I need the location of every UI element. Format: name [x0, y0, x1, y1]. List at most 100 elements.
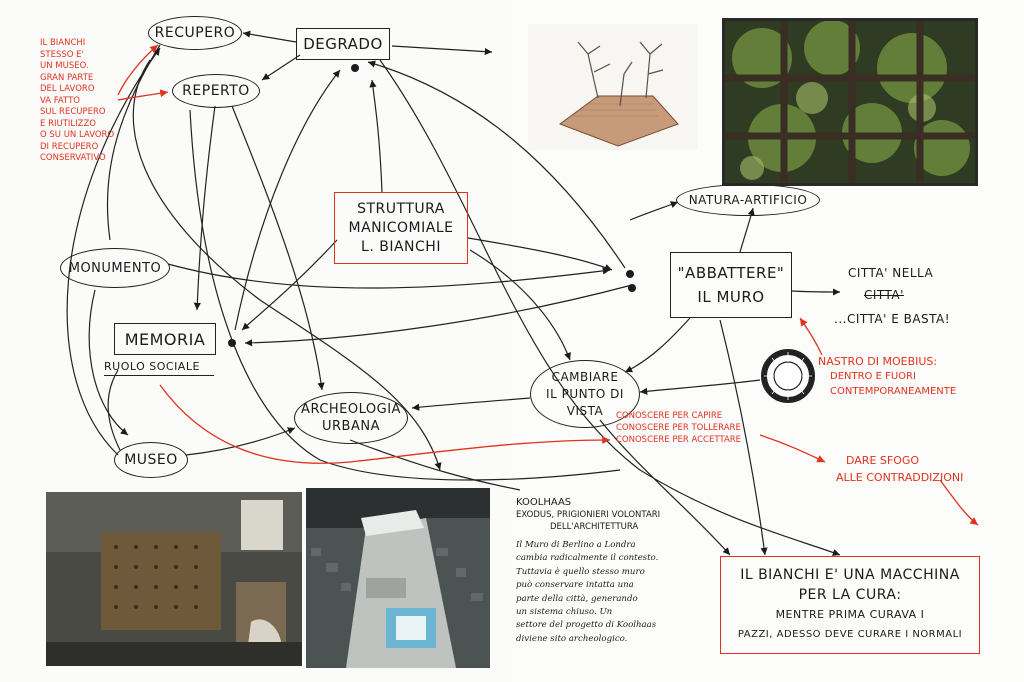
node-citta-nella: CITTA' NELLA: [848, 266, 933, 280]
edge-left-arc: [132, 59, 442, 471]
node-reperto[interactable]: REPERTO: [172, 74, 260, 108]
node-bianchi-line2: PER LA CURA:: [798, 587, 902, 603]
note-bianchi-museo: IL BIANCHI STESSO E' UN MUSEO. GRAN PART…: [40, 38, 130, 165]
node-monumento[interactable]: MONUMENTO: [60, 248, 170, 288]
note-nastro-moebius: NASTRO DI MOEBIUS: DENTRO E FUORI CONTEM…: [818, 354, 968, 399]
aerial-collage-photo: [306, 488, 490, 668]
node-recupero[interactable]: RECUPERO: [148, 16, 242, 50]
koolhaas-line: un sistema chiuso. Un: [516, 607, 613, 618]
edge-abbattere-bianchi: [719, 319, 768, 556]
note-line: CONSERVATIVO: [40, 153, 106, 163]
node-abbattere-line1: "ABBATTERE": [677, 264, 785, 282]
edge-abbattere-memoria: [244, 284, 633, 347]
node-citta-nella-label: CITTA' NELLA: [848, 266, 934, 280]
edge-abbattere-cambiare: [624, 317, 691, 373]
note-line: E RIUTILIZZO: [40, 118, 96, 129]
note-line: CONOSCERE PER TOLLERARE: [616, 423, 741, 433]
node-natura-artificio-label: NATURA-ARTIFICIO: [688, 193, 808, 207]
node-archeologia-line2: URBANA: [322, 419, 380, 434]
koolhaas-subheading: EXODUS, PRIGIONIERI VOLONTARI: [516, 510, 661, 520]
node-abbattere-line2: IL MURO: [697, 288, 765, 306]
node-recupero-label: RECUPERO: [154, 25, 236, 41]
node-cambiare-line2: IL PUNTO DI: [546, 386, 624, 401]
node-struttura-line1: STRUTTURA: [357, 200, 445, 217]
node-archeologia[interactable]: ARCHEOLOGIA URBANA: [294, 392, 408, 444]
edge-museo-archeologia: [185, 427, 296, 456]
node-citta-label: CITTA': [864, 288, 904, 302]
node-bianchi-line3: MENTRE PRIMA CURAVA I: [775, 608, 925, 621]
moebius-icon: [760, 348, 816, 404]
koolhaas-line: Tuttavia è quello stesso muro: [516, 566, 645, 577]
tree-sketch-icon: [558, 41, 679, 147]
red-arrow-sfogo: [759, 434, 826, 463]
edge-memoria-degrado: [234, 69, 341, 331]
node-citta: CITTA': [864, 288, 904, 302]
koolhaas-body: Il Muro di Berlino a Londra cambia radic…: [516, 539, 710, 646]
note-line: CONOSCERE PER ACCETTARE: [616, 435, 742, 445]
note-dare-sfogo: DARE SFOGO ALLE CONTRADDIZIONI: [836, 452, 976, 486]
edge-struttura-degrado: [369, 79, 383, 193]
interior-photo: [46, 492, 302, 666]
node-archeologia-line1: ARCHEOLOGIA: [301, 402, 401, 417]
note-line: ALLE CONTRADDIZIONI: [836, 471, 964, 484]
koolhaas-line: può conservare intatta una: [516, 580, 634, 591]
edge-reperto-memoria: [193, 105, 216, 311]
interior-photo-graphic: [46, 492, 302, 666]
edge-struttura-cambiare: [469, 249, 571, 361]
koolhaas-line: diviene sito archeologico.: [516, 633, 628, 644]
node-cambiare[interactable]: CAMBIARE IL PUNTO DI VISTA: [530, 360, 640, 428]
koolhaas-line: Il Muro di Berlino a Londra: [516, 540, 636, 550]
edge-archeologia-down: [349, 439, 521, 491]
note-line: STESSO E': [40, 49, 84, 60]
node-citta-e-basta: ...CITTA' E BASTA!: [834, 312, 950, 326]
note-conoscere: CONOSCERE PER CAPIRE CONOSCERE PER TOLLE…: [616, 410, 776, 446]
edge-abbattere-degrado: [367, 60, 626, 269]
junction-dots: [228, 64, 636, 347]
node-abbattere[interactable]: "ABBATTERE" IL MURO: [670, 252, 792, 318]
edge-reperto-long: [189, 109, 621, 481]
node-natura-artificio[interactable]: NATURA-ARTIFICIO: [676, 184, 820, 216]
koolhaas-heading: KOOLHAAS: [516, 497, 572, 508]
node-ruolo-sociale-label: RUOLO SOCIALE: [104, 360, 200, 373]
koolhaas-line: parte della città, generando: [516, 593, 638, 604]
window-photo-graphic: [722, 18, 978, 186]
koolhaas-line: cambia radicalmente il contesto.: [516, 553, 659, 564]
note-line: NASTRO DI MOEBIUS:: [818, 355, 938, 368]
edge-struttura-memoria: [241, 239, 338, 331]
edge-memoria-museo: [107, 369, 121, 451]
node-bianchi-line1: IL BIANCHI E' UNA MACCHINA: [740, 567, 960, 583]
node-cambiare-line3: VISTA: [566, 403, 604, 418]
node-degrado[interactable]: DEGRADO: [296, 28, 390, 60]
red-arrow-recupero: [117, 44, 159, 96]
barred-window-photo: [722, 18, 978, 186]
koolhaas-line: settore del progetto di Koolhaas: [516, 620, 657, 631]
red-arrow-memoria: [159, 384, 611, 464]
red-arrow-moebius: [799, 317, 823, 356]
edge-abbattere-citta: [791, 288, 841, 296]
edge-degrado-right: [391, 45, 493, 56]
note-line: DARE SFOGO: [846, 454, 920, 467]
edge-moebius-cambiare: [639, 379, 761, 395]
node-memoria[interactable]: MEMORIA: [114, 323, 216, 355]
red-arrow-edge: [939, 479, 979, 526]
node-monumento-label: MONUMENTO: [68, 260, 162, 276]
node-bianchi-line4: PAZZI, ADESSO DEVE CURARE I NORMALI: [737, 629, 963, 640]
node-reperto-label: REPERTO: [182, 83, 250, 99]
node-bianchi-macchina[interactable]: IL BIANCHI E' UNA MACCHINA PER LA CURA: …: [720, 556, 980, 654]
node-museo-label: MUSEO: [124, 452, 178, 468]
node-museo[interactable]: MUSEO: [114, 442, 188, 478]
node-memoria-label: MEMORIA: [124, 329, 206, 349]
tree-sketch-image: [528, 24, 698, 150]
note-line: CONTEMPORANEAMENTE: [830, 386, 957, 397]
edge-monumento-abbattere: [167, 263, 611, 289]
note-line: O SU UN LAVORO: [40, 130, 115, 140]
edge-cambiare-archeologia: [411, 397, 531, 411]
note-line: IL BIANCHI: [40, 38, 86, 48]
node-degrado-label: DEGRADO: [303, 35, 383, 53]
edge-cambiare-bianchi: [599, 419, 731, 556]
edge-to-natura: [629, 201, 679, 221]
edge-degrado-reperto: [261, 54, 301, 81]
node-struttura[interactable]: STRUTTURA MANICOMIALE L. BIANCHI: [334, 192, 468, 264]
edge-degrado-bianchi: [379, 59, 841, 556]
